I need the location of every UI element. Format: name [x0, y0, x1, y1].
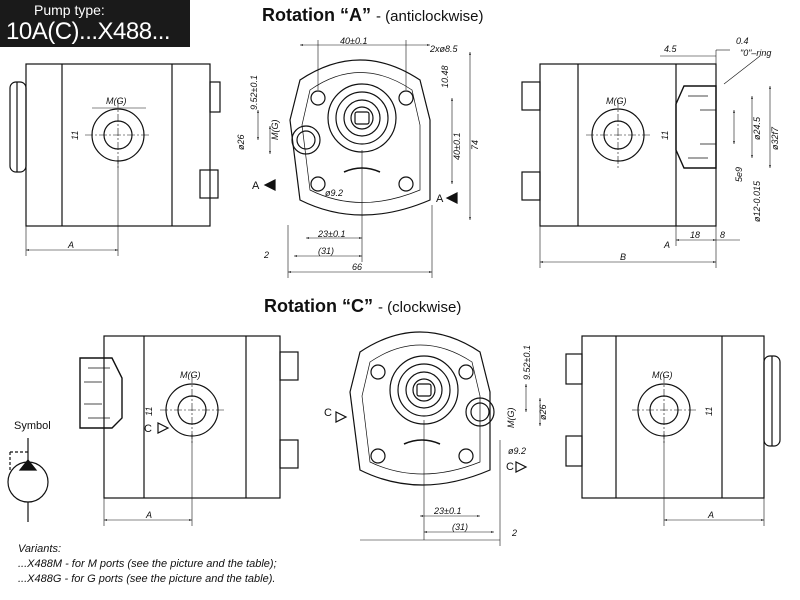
- dim-11-top-left: 11: [70, 131, 80, 140]
- variants-block: Variants: ...X488M - for M ports (see th…: [18, 542, 277, 587]
- dim-a-top-left: A: [67, 240, 74, 250]
- rotation-c-direction: - (clockwise): [378, 299, 462, 316]
- rotation-a-arrow-left: A: [252, 180, 260, 192]
- dim-9-52-bottom: 9.52±0.1: [522, 345, 532, 380]
- dim-a-bottom-left: A: [145, 510, 152, 520]
- side-view-a-right: [521, 49, 771, 268]
- pump-model: 10A(C)...X488...: [6, 18, 171, 45]
- rotation-a-title: Rotation “A” - (anticlockwise): [262, 5, 484, 26]
- dim-2-top: 2: [263, 250, 269, 260]
- pump-type-badge: Pump type: 10A(C)...X488...: [0, 0, 190, 47]
- dim-0-4: 0.4: [736, 36, 749, 46]
- front-view-rotation-c: [335, 331, 541, 546]
- front-view-rotation-a: [257, 40, 471, 278]
- pump-symbol: [7, 438, 49, 522]
- variant-g-ports: ...X488G - for G ports (see the picture …: [18, 573, 276, 585]
- dim-9-2-bottom: ø9.2: [508, 446, 526, 456]
- port-thread-top-left: M(G): [106, 96, 127, 106]
- port-thread-bottom-center: M(G): [506, 408, 516, 429]
- dim-4-5: 4.5: [664, 44, 678, 54]
- dim-18: 18: [690, 230, 700, 240]
- dim-9-2-top: ø9.2: [325, 188, 343, 198]
- port-thread-top-center: M(G): [270, 120, 280, 141]
- dim-5e9: 5e9: [734, 167, 744, 182]
- dim-b: B: [620, 252, 626, 262]
- dim-2-bottom: 2: [511, 528, 517, 538]
- dim-24-5: ø24.5: [752, 116, 762, 140]
- dim-a-bottom-right: A: [707, 510, 714, 520]
- dim-74: 74: [470, 140, 480, 150]
- port-thread-top-right: M(G): [606, 96, 627, 106]
- dim-23-bottom: 23±0.1: [433, 506, 461, 516]
- rotation-c-arrow-mid: C: [324, 407, 332, 419]
- rotation-a-direction: - (anticlockwise): [376, 8, 484, 25]
- dim-31-top: (31): [318, 246, 334, 256]
- dim-40-vertical: 40±0.1: [452, 133, 462, 160]
- dim-66: 66: [352, 262, 362, 272]
- dim-hole-spacing-top: 40±0.1: [340, 36, 367, 46]
- dim-11-bottom-right: 11: [704, 407, 714, 416]
- port-thread-bottom-left: M(G): [180, 370, 201, 380]
- symbol-label: Symbol: [14, 420, 51, 432]
- variants-heading: Variants:: [18, 543, 62, 555]
- rotation-c-arrow-left: C: [144, 423, 152, 435]
- variant-m-ports: ...X488M - for M ports (see the picture …: [18, 558, 277, 570]
- dim-11-bottom-left: 11: [144, 407, 154, 416]
- dim-12: ø12-0.015: [752, 180, 762, 222]
- rotation-a-name: Rotation “A”: [262, 5, 371, 25]
- dim-26-top: ø26: [236, 134, 246, 150]
- side-view-c-right: [565, 335, 781, 526]
- o-ring-label: "0"–ring: [740, 48, 771, 58]
- rotation-a-arrow-right: A: [436, 193, 444, 205]
- dim-11-top-right: 11: [660, 131, 670, 140]
- dim-23-top: 23±0.1: [317, 229, 345, 239]
- rotation-c-arrow-right: C: [506, 461, 514, 473]
- dim-a-top-right: A: [663, 240, 670, 250]
- rotation-c-title: Rotation “C” - (clockwise): [264, 296, 461, 317]
- dim-32: ø32f7: [770, 126, 780, 150]
- dim-10-48: 10.48: [440, 65, 450, 88]
- dim-9-52-top: 9.52±0.1: [249, 75, 259, 110]
- side-view-a-left: [9, 63, 221, 256]
- dim-8: 8: [720, 230, 725, 240]
- side-view-c-left: [79, 335, 299, 526]
- rotation-c-name: Rotation “C”: [264, 296, 373, 316]
- dim-mount-holes: 2xø8.5: [429, 44, 459, 54]
- pump-type-label: Pump type:: [34, 2, 105, 18]
- dim-31-bottom: (31): [452, 522, 468, 532]
- dim-26-bottom: ø26: [538, 404, 548, 420]
- port-thread-bottom-right: M(G): [652, 370, 673, 380]
